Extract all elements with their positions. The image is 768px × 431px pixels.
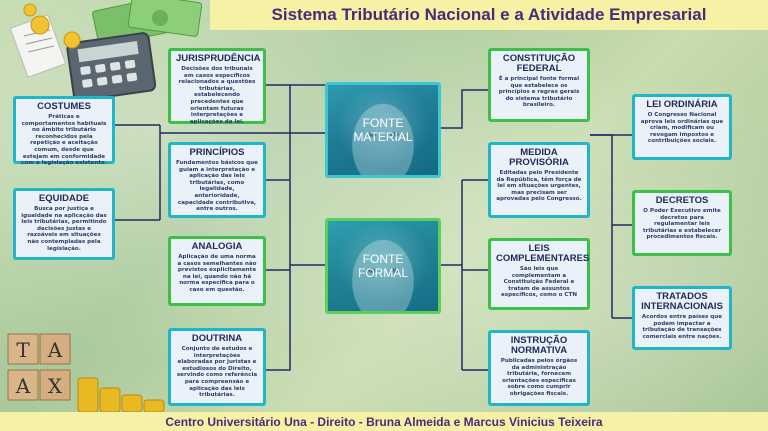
- jurisprudencia-title: JURISPRUDÊNCIA: [176, 53, 261, 64]
- constituicao-box: CONSTITUIÇÃO FEDERAL É a principal fonte…: [488, 48, 590, 122]
- statue-face-icon: [352, 103, 414, 175]
- equidade-title: EQUIDADE: [38, 193, 90, 204]
- equidade-box: EQUIDADE Busca por justiça e igualdade n…: [13, 188, 115, 260]
- decretos-box: DECRETOS O Poder Executivo emite decreto…: [632, 190, 732, 256]
- statue-face-icon-2: [352, 239, 414, 311]
- costumes-title: COSTUMES: [37, 101, 91, 112]
- jurisprudencia-box: JURISPRUDÊNCIA Decisões dos tribunais em…: [168, 48, 266, 125]
- lei-ordinaria-box: LEI ORDINÁRIA O Congresso Nacional aprov…: [632, 94, 732, 160]
- fonte-formal-label: FONTE FORMAL: [357, 252, 408, 280]
- lei-ordinaria-title: LEI ORDINÁRIA: [646, 99, 718, 110]
- jurisprudencia-text: Decisões dos tribunais em casos específi…: [178, 66, 256, 125]
- decretos-title: DECRETOS: [655, 195, 709, 206]
- page-title: Sistema Tributário Nacional e a Atividad…: [210, 0, 768, 30]
- analogia-title: ANALOGIA: [191, 241, 243, 252]
- lei-ordinaria-text: O Congresso Nacional aprova leis ordinár…: [640, 112, 724, 145]
- tratados-box: TRATADOS INTERNACIONAIS Acordos entre pa…: [632, 286, 732, 350]
- leis-complementares-title: LEIS COMPLEMENTARES: [496, 243, 590, 264]
- principios-title: PRINCÍPIOS: [189, 147, 245, 158]
- analogia-box: ANALOGIA Aplicação de uma norma a casos …: [168, 236, 266, 306]
- doutrina-box: DOUTRINA Conjunto de estudos e interpret…: [168, 328, 266, 406]
- tax-letter-a-2: A: [15, 374, 31, 398]
- fonte-material-label: FONTE MATERIAL: [353, 116, 413, 144]
- analogia-text: Aplicação de uma norma a casos semelhant…: [177, 254, 257, 293]
- leis-complementares-box: LEIS COMPLEMENTARES São leis que complem…: [488, 238, 590, 310]
- tratados-title: TRATADOS INTERNACIONAIS: [641, 291, 723, 312]
- doutrina-text: Conjunto de estudos e interpretações ela…: [176, 346, 258, 399]
- footer-credits: Centro Universitário Una - Direito - Bru…: [0, 412, 768, 431]
- instrucao-normativa-text: Publicadas pelos órgãos da administração…: [500, 358, 578, 397]
- tax-blocks-icon: T A A X: [7, 333, 71, 401]
- principios-text: Fundamentos básicos que guiam a interpre…: [176, 160, 258, 213]
- costumes-text: Práticas e comportamentos habituais no â…: [21, 114, 107, 167]
- fonte-material-hub: FONTE MATERIAL: [325, 82, 441, 178]
- principios-box: PRINCÍPIOS Fundamentos básicos que guiam…: [168, 142, 266, 218]
- tax-letter-x: X: [48, 374, 63, 398]
- costumes-box: COSTUMES Práticas e comportamentos habit…: [13, 96, 115, 167]
- fonte-formal-hub: FONTE FORMAL: [325, 218, 441, 314]
- equidade-text: Busca por justiça e igualdade na aplicaç…: [21, 206, 107, 252]
- tratados-text: Acordos entre países que podem impactar …: [641, 314, 723, 340]
- medida-provisoria-text: Editadas pelo Presidente da República, t…: [496, 170, 582, 203]
- tax-letter-t: T: [16, 338, 30, 362]
- leis-complementares-text: São leis que complementam a Constituição…: [500, 266, 578, 299]
- constituicao-title: CONSTITUIÇÃO FEDERAL: [502, 53, 576, 74]
- medida-provisoria-box: MEDIDA PROVISÓRIA Editadas pelo Presiden…: [488, 142, 590, 218]
- medida-provisoria-title: MEDIDA PROVISÓRIA: [509, 147, 569, 168]
- decretos-text: O Poder Executivo emite decretos para re…: [642, 208, 722, 241]
- doutrina-title: DOUTRINA: [191, 333, 243, 344]
- tax-letter-a: A: [47, 338, 63, 362]
- instrucao-normativa-box: INSTRUÇÃO NORMATIVA Publicadas pelos órg…: [488, 330, 590, 406]
- constituicao-text: É a principal fonte formal que estabelec…: [498, 76, 580, 109]
- instrucao-normativa-title: INSTRUÇÃO NORMATIVA: [510, 335, 568, 356]
